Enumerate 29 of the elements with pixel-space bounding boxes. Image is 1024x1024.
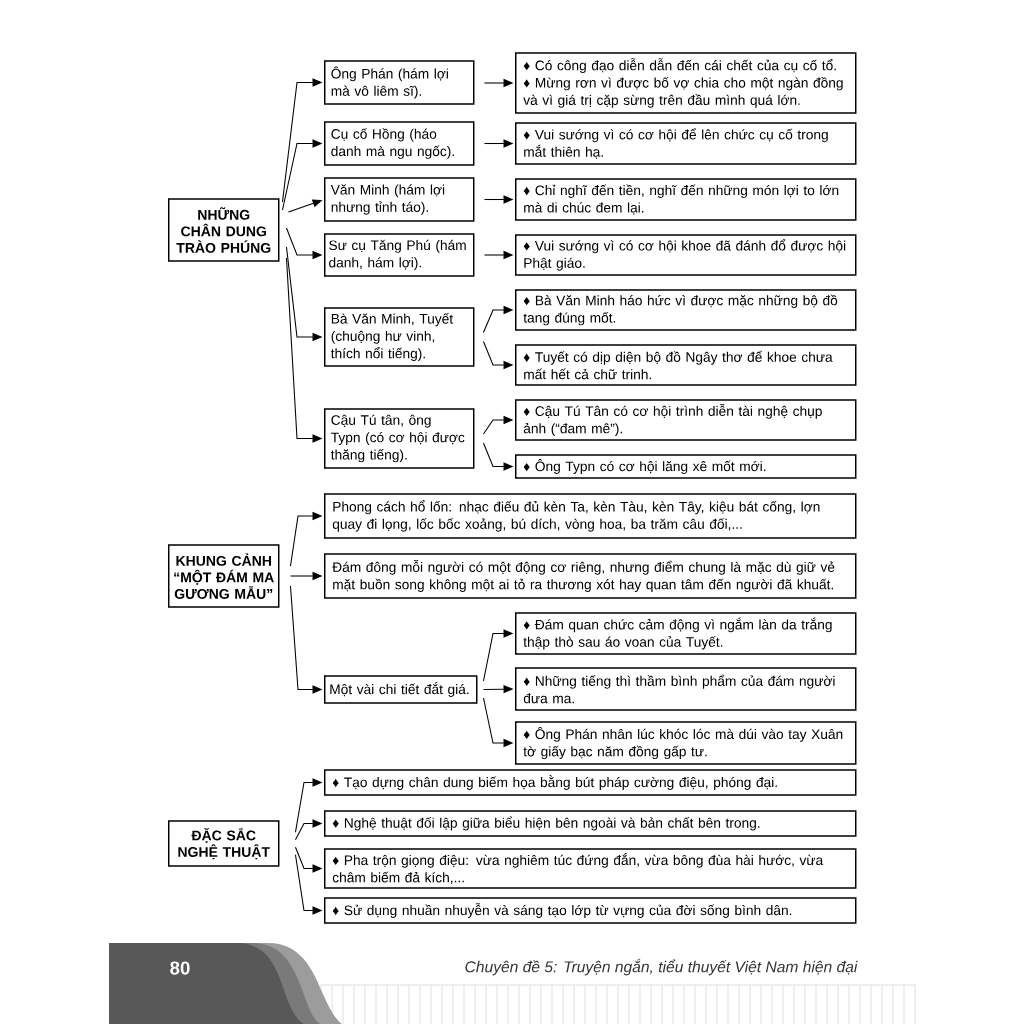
subtopic-box: Sư cụ Tăng Phú (hám danh, hám lợi). xyxy=(324,233,475,277)
detail-box: ♦ Vui sướng vì có cơ hội để lên chức cụ cố trong mắt thiên hạ. xyxy=(515,122,857,165)
detail-box: Đám đông mỗi người có một động cơ riêng, nhưng điểm chung là mặc dù giữ vẻ mặt buồn song không một ai tỏ ra thương xót hay quan tâm đến người đã khuất. xyxy=(324,553,857,599)
detail-box: ♦ Ông Typn có cơ hội lăng xê mốt mới. xyxy=(515,454,857,479)
subtopic-box: Văn Minh (hám lợi nhưng tỉnh táo). xyxy=(324,177,475,222)
subtopic-box: Ông Phán (hám lợi mà vô liêm sĩ). xyxy=(324,60,475,105)
detail-box: ♦ Sử dụng nhuần nhuyễn và sáng tạo lớp từ vựng của đời sống bình dân. xyxy=(324,897,857,924)
detail-box: Phong cách hổ lốn: nhạc điếu đủ kèn Ta, kèn Tàu, kèn Tây, kiệu bát cống, lợn quay đi lọng, lốc bốc xoảng, bú dích, vòng hoa, ba trăm câu đối,... xyxy=(324,493,857,539)
page-number: 80 xyxy=(170,961,190,975)
detail-box: ♦ Pha trộn giọng điệu: vừa nghiêm túc đứng đắn, vừa bông đùa hài hước, vừa châm biếm đả kích,... xyxy=(324,848,857,889)
detail-box: ♦ Chỉ nghĩ đến tiền, nghĩ đến những món lợi to lớn mà di chúc đem lại. xyxy=(515,178,857,221)
subtopic-box: Một vài chi tiết đắt giá. xyxy=(324,675,478,704)
detail-box: ♦ Cậu Tú Tân có cơ hội trình diễn tài nghệ chụp ảnh (“đam mê”). xyxy=(515,399,857,441)
detail-box: ♦ Đám quan chức cảm động vì ngắm làn da trắng thập thò sau áo voan của Tuyết. xyxy=(515,612,857,655)
detail-box: ♦ Bà Văn Minh háo hức vì được mặc những bộ đồ tang đúng mốt. xyxy=(515,289,857,331)
detail-box: ♦ Nghệ thuật đối lập giữa biểu hiện bên ngoài và bản chất bên trong. xyxy=(324,810,857,837)
subtopic-box: Bà Văn Minh, Tuyết (chuộng hư vinh, thích nổi tiếng). xyxy=(324,307,475,367)
chapter-title: Chuyên đề 5: Truyện ngắn, tiểu thuyết Việt Nam hiện đại xyxy=(465,958,858,976)
topic-box: KHUNG CẢNH “MỘT ĐÁM MA GƯƠNG MẪU” xyxy=(168,544,280,608)
detail-box: ♦ Tuyết có dịp diện bộ đồ Ngây thơ để khoe chưa mất hết cả chữ trinh. xyxy=(515,344,857,386)
topic-box: ĐẶC SẮC NGHỆ THUẬT xyxy=(168,820,280,867)
detail-box: ♦ Những tiếng thì thầm bình phẩm của đám người đưa ma. xyxy=(515,667,857,711)
subtopic-box: Cụ cố Hồng (háo danh mà ngu ngốc). xyxy=(324,121,475,166)
detail-box: ♦ Tạo dựng chân dung biếm họa bằng bút pháp cường điệu, phóng đại. xyxy=(324,769,857,796)
subtopic-box: Cậu Tú tân, ông Typn (có cơ hội được thăng tiếng). xyxy=(324,408,475,469)
detail-box: ♦ Vui sướng vì có cơ hội khoe đã đánh đổ được hội Phật giáo. xyxy=(515,234,857,276)
topic-box: NHỮNG CHÂN DUNG TRÀO PHÚNG xyxy=(168,198,280,262)
detail-box: ♦ Ông Phán nhân lúc khóc lóc mà dúi vào tay Xuân tờ giấy bạc năm đồng gấp tư. xyxy=(515,721,857,765)
detail-box: ♦ Có công đạo diễn dẫn đến cái chết của cụ cố tổ. ♦ Mừng rơn vì được bố vợ chia cho một ngàn đồng và vì giá trị cặp sừng trên đầu mình quá lớn. xyxy=(515,52,857,114)
